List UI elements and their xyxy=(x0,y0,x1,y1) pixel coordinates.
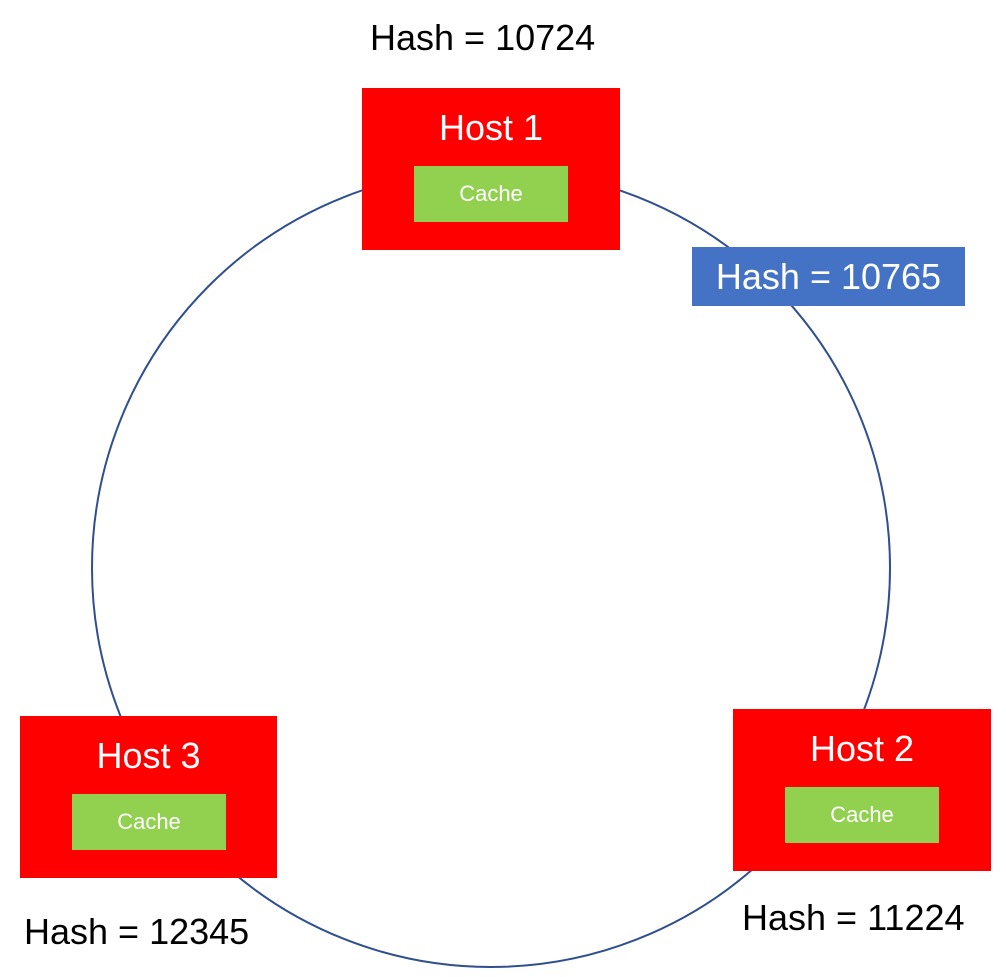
host-1-cache[interactable]: Cache xyxy=(414,166,568,222)
host-2-hash-label: Hash = 11224 xyxy=(742,897,965,938)
host-3-cache[interactable]: Cache xyxy=(72,794,226,850)
key-hash-label[interactable]: Hash = 10765 xyxy=(692,247,965,306)
host-3-hash-label: Hash = 12345 xyxy=(24,911,250,952)
host-1-hash-label: Hash = 10724 xyxy=(370,17,596,58)
host-1-label: Host 1 xyxy=(438,107,544,148)
host-2-box[interactable]: Host 2 Cache xyxy=(733,709,991,871)
host-1-box[interactable]: Host 1 Cache xyxy=(362,88,620,250)
host-2-cache[interactable]: Cache xyxy=(785,787,939,843)
host-2-label: Host 2 xyxy=(809,728,915,769)
host-3-label: Host 3 xyxy=(96,735,201,776)
host-3-box[interactable]: Host 3 Cache xyxy=(20,716,277,878)
